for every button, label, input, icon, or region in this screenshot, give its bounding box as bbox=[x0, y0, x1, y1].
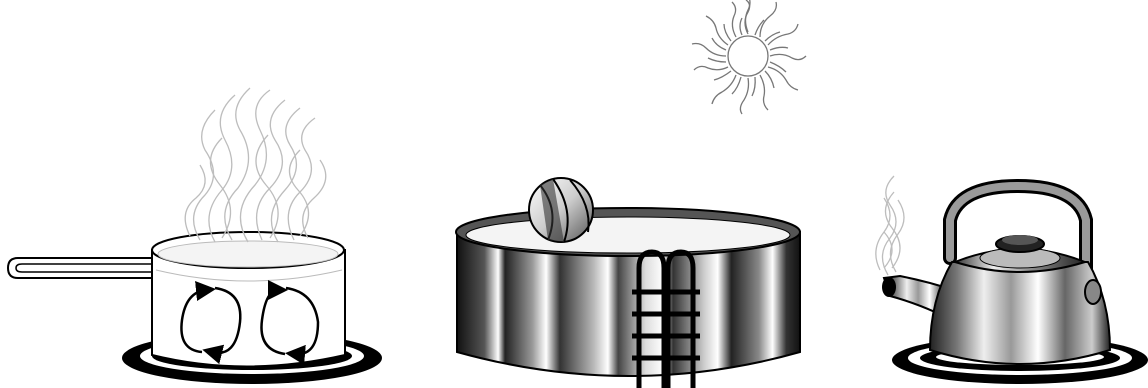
steam-icon bbox=[185, 88, 326, 242]
beach-ball-icon bbox=[529, 178, 593, 242]
saucepan-on-burner-icon bbox=[8, 88, 382, 384]
swimming-pool-icon bbox=[456, 178, 800, 388]
steam-icon bbox=[876, 176, 904, 275]
sun-icon bbox=[692, 0, 806, 114]
tea-kettle-on-burner-icon bbox=[876, 176, 1148, 384]
